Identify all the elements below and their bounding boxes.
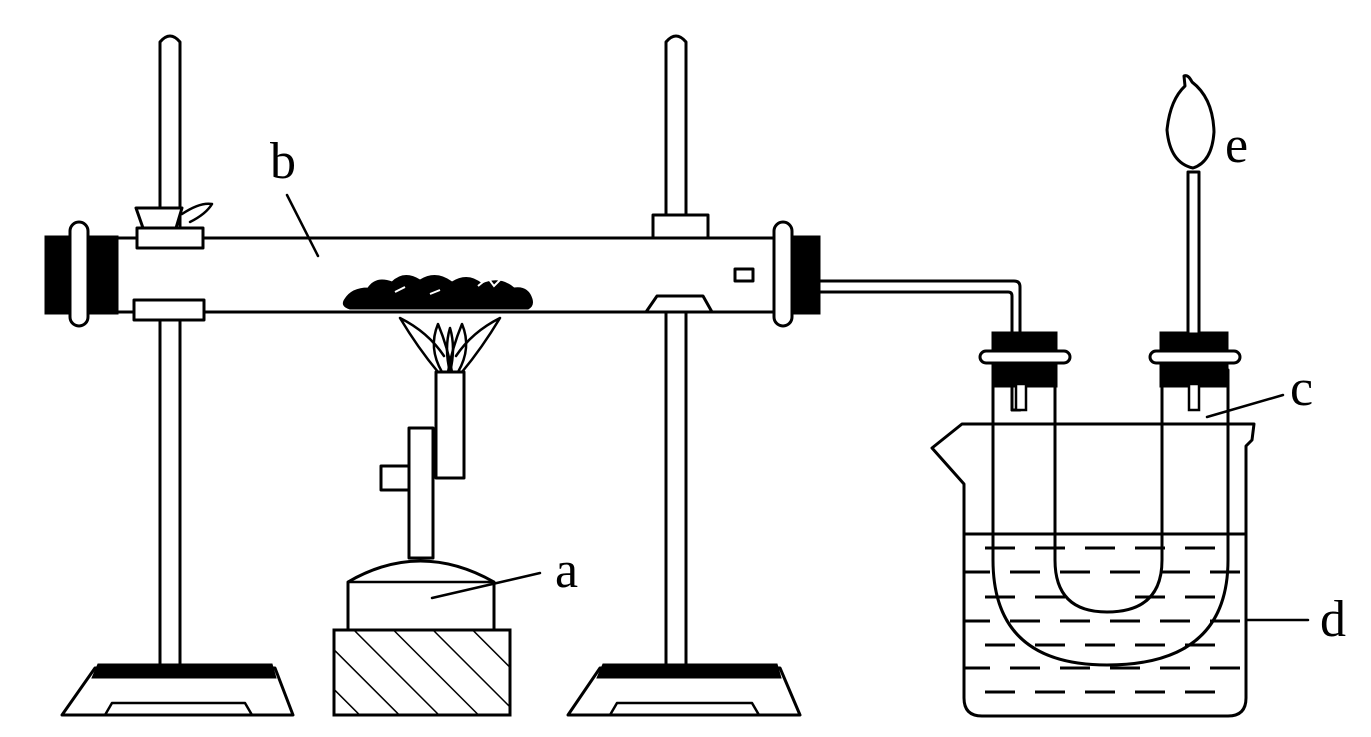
right-iron-stand [566,34,802,717]
label-leaders [285,193,1310,622]
beaker-d [930,422,1256,718]
jet-flame [1165,74,1216,170]
label-c: c [1290,360,1313,417]
left-tube-stopper [44,220,119,328]
u-tube-c [991,368,1230,667]
label-d: d [1320,591,1346,648]
label-a: a [555,542,578,599]
burner-flame [398,316,502,374]
u-tube-left-stopper [978,331,1072,412]
liquid-dashes [965,546,1240,694]
delivery-tube [818,279,1022,412]
u-tube-right-stopper [1148,331,1242,412]
burner-stand-block [332,628,512,717]
label-b: b [270,133,296,190]
solid-sample [342,275,533,310]
right-clamp [644,213,714,314]
burner-a [332,316,512,717]
jet-tube-e [1165,74,1216,336]
left-clamp [132,202,214,322]
left-iron-stand [60,34,295,717]
label-e: e [1225,117,1248,174]
right-tube-stopper [733,220,821,328]
